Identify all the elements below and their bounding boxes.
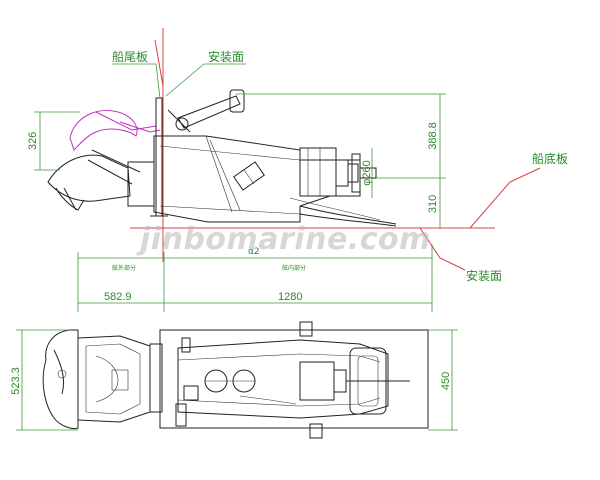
dim-388-8: 388.8 xyxy=(427,122,439,150)
label-hull-bottom: 船底板 xyxy=(532,151,568,166)
dim-326: 326 xyxy=(27,132,39,150)
callout-labels: 船尾板 安装面 船底板 安装面 xyxy=(112,49,568,283)
dim-523-3: 523.3 xyxy=(10,367,22,395)
region-inboard-label: 舷内部分 xyxy=(282,264,306,272)
label-transom: 船尾板 xyxy=(112,50,148,64)
watermark: jinbomarine.com xyxy=(136,222,431,257)
plan-view-dimensions: 523.3 450 xyxy=(10,329,458,431)
dim-450: 450 xyxy=(440,372,452,390)
label-mount-face-bottom: 安装面 xyxy=(466,268,502,283)
side-elevation-view xyxy=(47,89,397,227)
dim-dia-260: φ260 xyxy=(361,160,373,186)
dim-310: 310 xyxy=(427,195,439,213)
label-mount-face-top: 安装面 xyxy=(208,49,244,64)
dim-small-label: α2 xyxy=(248,247,260,257)
region-outboard-label: 舷外部分 xyxy=(112,264,136,272)
dim-582-9: 582.9 xyxy=(104,291,132,303)
dim-1280: 1280 xyxy=(278,291,302,303)
reference-lines xyxy=(130,28,541,271)
plan-view xyxy=(42,321,429,439)
side-view-dimensions: 326 388.8 310 φ260 舷外部分 舷内部分 α2 582.9 12… xyxy=(27,93,446,312)
